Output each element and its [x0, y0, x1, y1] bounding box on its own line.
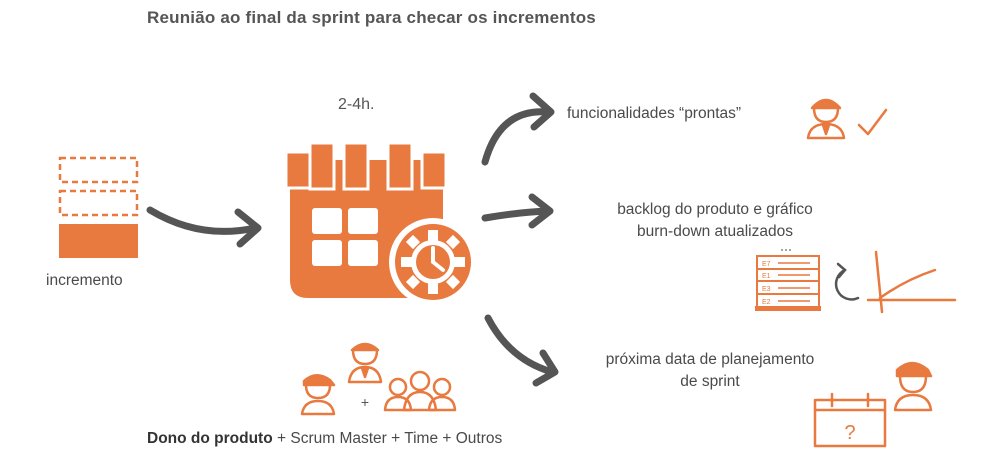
group-icon: + — [300, 342, 457, 416]
refresh-arrow-icon — [834, 262, 860, 301]
arrow-to-done-features — [481, 92, 555, 166]
backlog-item-4: E2 — [762, 299, 771, 306]
arrow-to-sprint-review — [146, 206, 262, 248]
arrow-to-next-planning — [484, 314, 559, 387]
output-backlog-burndown: backlog do produto e gráfico burn-down a… — [560, 199, 870, 243]
page-title: Reunião ao final da sprint para checar o… — [147, 8, 596, 27]
burndown-chart-icon — [866, 250, 957, 314]
output-done-features: funcionalidades “prontas” — [567, 105, 742, 122]
backlog-item-1: E7 — [762, 261, 771, 268]
duration-label: 2-4h. — [338, 96, 375, 113]
person-icon — [893, 361, 933, 412]
product-owner-label: Dono do produto — [147, 430, 273, 447]
output-next-planning: próxima data de planejamento de sprint — [560, 349, 860, 393]
backlog-item-2: E1 — [762, 273, 771, 280]
increment-stack-icon — [58, 156, 139, 258]
output-backlog-line1: backlog do produto e gráfico — [617, 201, 813, 218]
team-rest-label: + Scrum Master + Time + Outros — [272, 430, 503, 447]
person-check-icon — [806, 98, 888, 140]
calendar-gear-icon — [284, 141, 477, 306]
plus-sign: + — [361, 394, 369, 410]
calendar-question-icon: ? — [813, 392, 887, 448]
calendar-question-mark: ? — [844, 422, 855, 444]
output-backlog-line2: burn-down atualizados — [637, 223, 793, 240]
increment-label: incremento — [46, 272, 123, 289]
backlog-board-icon: E7 E1 E3 E2 — [755, 249, 821, 311]
team-line: Dono do produto + Scrum Master + Time + … — [147, 430, 502, 448]
backlog-item-3: E3 — [762, 286, 771, 293]
arrow-to-backlog — [481, 193, 554, 229]
output-planning-line2: de sprint — [680, 373, 740, 390]
output-planning-line1: próxima data de planejamento — [605, 351, 815, 368]
